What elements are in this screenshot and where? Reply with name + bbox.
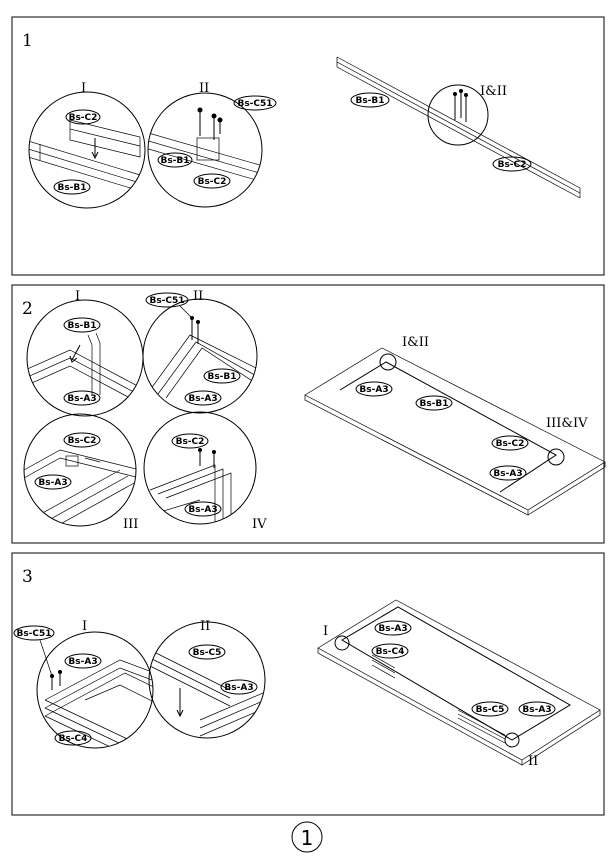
step-2-overview: I&II III&IV Bs-A3 Bs-B1 Bs-C2 Bs-A3 <box>304 335 606 516</box>
callout-label: II <box>528 754 538 769</box>
part-label: Bs-C51 <box>149 296 184 306</box>
step-3-detail-I: I Bs-C51 Bs-A3 Bs-C4 <box>13 619 154 749</box>
part-label: Bs-C2 <box>69 113 98 123</box>
part-label: Bs-C2 <box>496 439 525 449</box>
page-number: 1 <box>291 821 323 853</box>
frame-drawing <box>149 649 265 737</box>
detail-label: IV <box>252 517 267 532</box>
callout-label: I&II <box>402 335 429 350</box>
detail-label: I <box>75 289 80 304</box>
callout-label: I <box>323 624 328 639</box>
detail-label: I <box>82 619 87 634</box>
frame-drawing <box>149 448 232 524</box>
rail-drawing <box>148 107 262 185</box>
part-label: Bs-C51 <box>16 629 51 639</box>
part-label: Bs-C51 <box>237 99 272 109</box>
part-label: Bs-B1 <box>160 156 189 166</box>
frame-drawing <box>27 332 143 407</box>
part-label: Bs-A3 <box>188 394 217 404</box>
step-2-detail-I: I Bs-B1 Bs-A3 <box>26 289 144 417</box>
part-label: Bs-A3 <box>188 505 217 515</box>
part-label: Bs-B1 <box>67 321 96 331</box>
part-label: Bs-A3 <box>378 624 407 634</box>
detail-label: I <box>81 81 86 96</box>
rail-drawing <box>29 119 145 195</box>
part-label: Bs-A3 <box>522 705 551 715</box>
part-label: Bs-C4 <box>59 734 88 744</box>
step-1-detail-II: II Bs-C51 Bs-B1 Bs-C2 <box>147 81 277 208</box>
step-3-number: 3 <box>22 567 33 587</box>
step-2-detail-II: II Bs-C51 Bs-B1 Bs-A3 <box>142 289 258 414</box>
callout-label: I&II <box>480 84 507 99</box>
step-3-detail-II: II Bs-C5 Bs-A3 <box>148 619 266 739</box>
part-label: Bs-A3 <box>359 385 388 395</box>
part-label: Bs-A3 <box>68 657 97 667</box>
step-2-number: 2 <box>22 299 33 319</box>
detail-label: II <box>193 289 203 304</box>
part-label: Bs-C4 <box>376 647 405 657</box>
step-1-detail-I: I Bs-C2 Bs-B1 <box>28 81 146 209</box>
step-2-detail-III: Bs-C2 Bs-A3 III <box>23 413 138 532</box>
frame-drawing <box>44 659 153 748</box>
part-label: Bs-A3 <box>67 394 96 404</box>
part-label: Bs-C2 <box>68 436 97 446</box>
step-3-overview: I II Bs-A3 Bs-C4 Bs-C5 Bs-A3 <box>317 599 601 769</box>
part-label: Bs-A3 <box>38 478 67 488</box>
step-1-overview: I&II Bs-B1 Bs-C2 <box>336 56 581 199</box>
part-label: Bs-C5 <box>476 705 505 715</box>
part-label: Bs-B1 <box>57 183 86 193</box>
step-3-panel: 3 I Bs-C51 Bs-A3 Bs-C4 II <box>11 552 605 816</box>
part-label: Bs-C2 <box>498 160 527 170</box>
detail-label: II <box>200 619 210 634</box>
step-2-detail-IV: Bs-C2 Bs-A3 IV <box>143 411 267 532</box>
part-label: Bs-C2 <box>198 177 227 187</box>
step-2-panel: 2 I Bs-B1 Bs-A3 II Bs-C51 <box>11 284 606 544</box>
detail-label: III <box>123 517 138 532</box>
part-label: Bs-C5 <box>193 648 222 658</box>
part-label: Bs-B1 <box>419 399 448 409</box>
step-1-panel: 1 I Bs-C2 Bs-B1 II <box>11 16 605 276</box>
part-label: Bs-A3 <box>493 469 522 479</box>
page-number-text: 1 <box>301 826 314 850</box>
part-label: Bs-A3 <box>224 683 253 693</box>
step-1-number: 1 <box>22 31 33 51</box>
part-label: Bs-B1 <box>207 372 236 382</box>
frame-drawing <box>149 316 257 399</box>
callout-label: III&IV <box>546 416 588 431</box>
detail-label: II <box>199 81 209 96</box>
part-label: Bs-C2 <box>176 437 205 447</box>
part-label: Bs-B1 <box>355 96 384 106</box>
